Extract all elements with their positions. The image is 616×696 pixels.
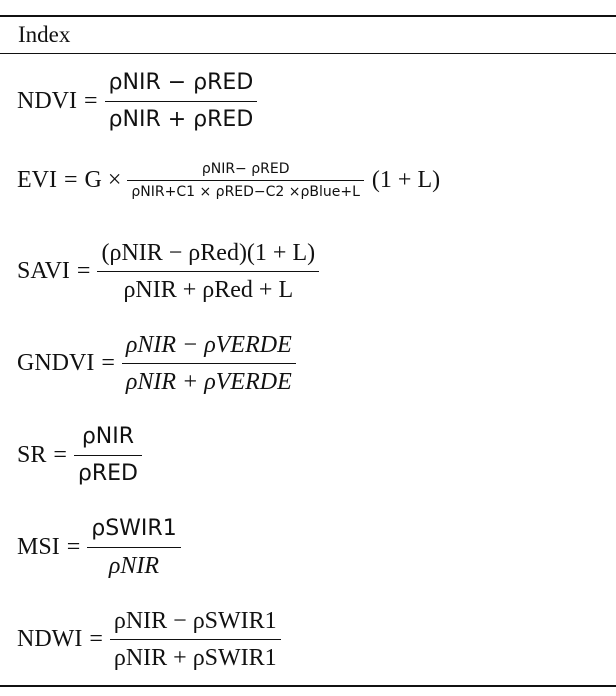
times-sign: × xyxy=(107,167,122,193)
fraction-bar xyxy=(109,639,281,640)
table-bottom-rule xyxy=(0,685,616,687)
denominator: ρNIR xyxy=(108,553,160,579)
formula-name: SR xyxy=(17,442,47,468)
fraction: ρNIR − ρVERDE ρNIR + ρVERDE xyxy=(121,330,296,397)
formula-ndwi: NDWI = ρNIR − ρSWIR1 ρNIR + ρSWIR1 xyxy=(17,606,281,673)
numerator: (ρNIR − ρRed)(1 + L) xyxy=(101,240,316,266)
formula-name: EVI xyxy=(17,167,57,193)
table-header-rule xyxy=(0,53,616,54)
denominator: ρNIR + ρRed + L xyxy=(123,277,294,303)
table-header-index: Index xyxy=(18,22,71,47)
fraction: ρNIR− ρRED ρNIR+C1 × ρRED−C2 ×ρBlue+L xyxy=(127,160,364,201)
denominator: ρNIR + ρRED xyxy=(108,107,254,132)
formula-name: GNDVI xyxy=(17,350,95,376)
numerator: ρSWIR1 xyxy=(91,516,177,541)
numerator: ρNIR − ρSWIR1 xyxy=(113,608,277,634)
formula-name: SAVI xyxy=(17,258,70,284)
fraction-bar xyxy=(104,101,258,102)
fraction: ρNIR ρRED xyxy=(73,422,142,489)
formula-name: MSI xyxy=(17,534,60,560)
fraction-bar xyxy=(127,180,364,181)
fraction: (ρNIR − ρRed)(1 + L) ρNIR + ρRed + L xyxy=(97,238,320,305)
equals-sign: = xyxy=(76,258,91,284)
equals-sign: = xyxy=(66,534,81,560)
equals-sign: = xyxy=(84,88,98,114)
coefficient: G xyxy=(84,167,102,193)
denominator: ρNIR + ρVERDE xyxy=(125,369,292,395)
formula-sr: SR = ρNIR ρRED xyxy=(17,422,142,489)
fraction: ρNIR − ρSWIR1 ρNIR + ρSWIR1 xyxy=(109,606,281,673)
denominator: ρRED xyxy=(77,461,138,486)
numerator: ρNIR xyxy=(81,424,135,449)
denominator: ρNIR+C1 × ρRED−C2 ×ρBlue+L xyxy=(131,184,360,200)
fraction-bar xyxy=(121,363,296,364)
table-top-rule xyxy=(0,15,616,17)
formula-gndvi: GNDVI = ρNIR − ρVERDE ρNIR + ρVERDE xyxy=(17,330,296,397)
equals-sign: = xyxy=(63,167,78,193)
numerator: ρNIR − ρRED xyxy=(108,70,254,95)
fraction: ρNIR − ρRED ρNIR + ρRED xyxy=(104,68,258,135)
formula-evi: EVI = G × ρNIR− ρRED ρNIR+C1 × ρRED−C2 ×… xyxy=(17,160,440,201)
equals-sign: = xyxy=(101,350,115,376)
fraction: ρSWIR1 ρNIR xyxy=(87,514,181,581)
numerator: ρNIR − ρVERDE xyxy=(125,332,292,358)
formula-name: NDVI xyxy=(17,88,77,114)
formula-ndvi: NDVI = ρNIR − ρRED ρNIR + ρRED xyxy=(17,68,258,135)
formula-savi: SAVI = (ρNIR − ρRed)(1 + L) ρNIR + ρRed … xyxy=(17,238,320,305)
fraction-bar xyxy=(73,455,142,456)
equals-sign: = xyxy=(89,626,103,652)
denominator: ρNIR + ρSWIR1 xyxy=(113,645,277,671)
numerator: ρNIR− ρRED xyxy=(201,161,290,177)
formula-name: NDWI xyxy=(17,626,83,652)
fraction-bar xyxy=(97,271,320,272)
fraction-bar xyxy=(87,547,181,548)
suffix-term: (1 + L) xyxy=(371,167,441,193)
formula-msi: MSI = ρSWIR1 ρNIR xyxy=(17,514,181,581)
equals-sign: = xyxy=(53,442,67,468)
